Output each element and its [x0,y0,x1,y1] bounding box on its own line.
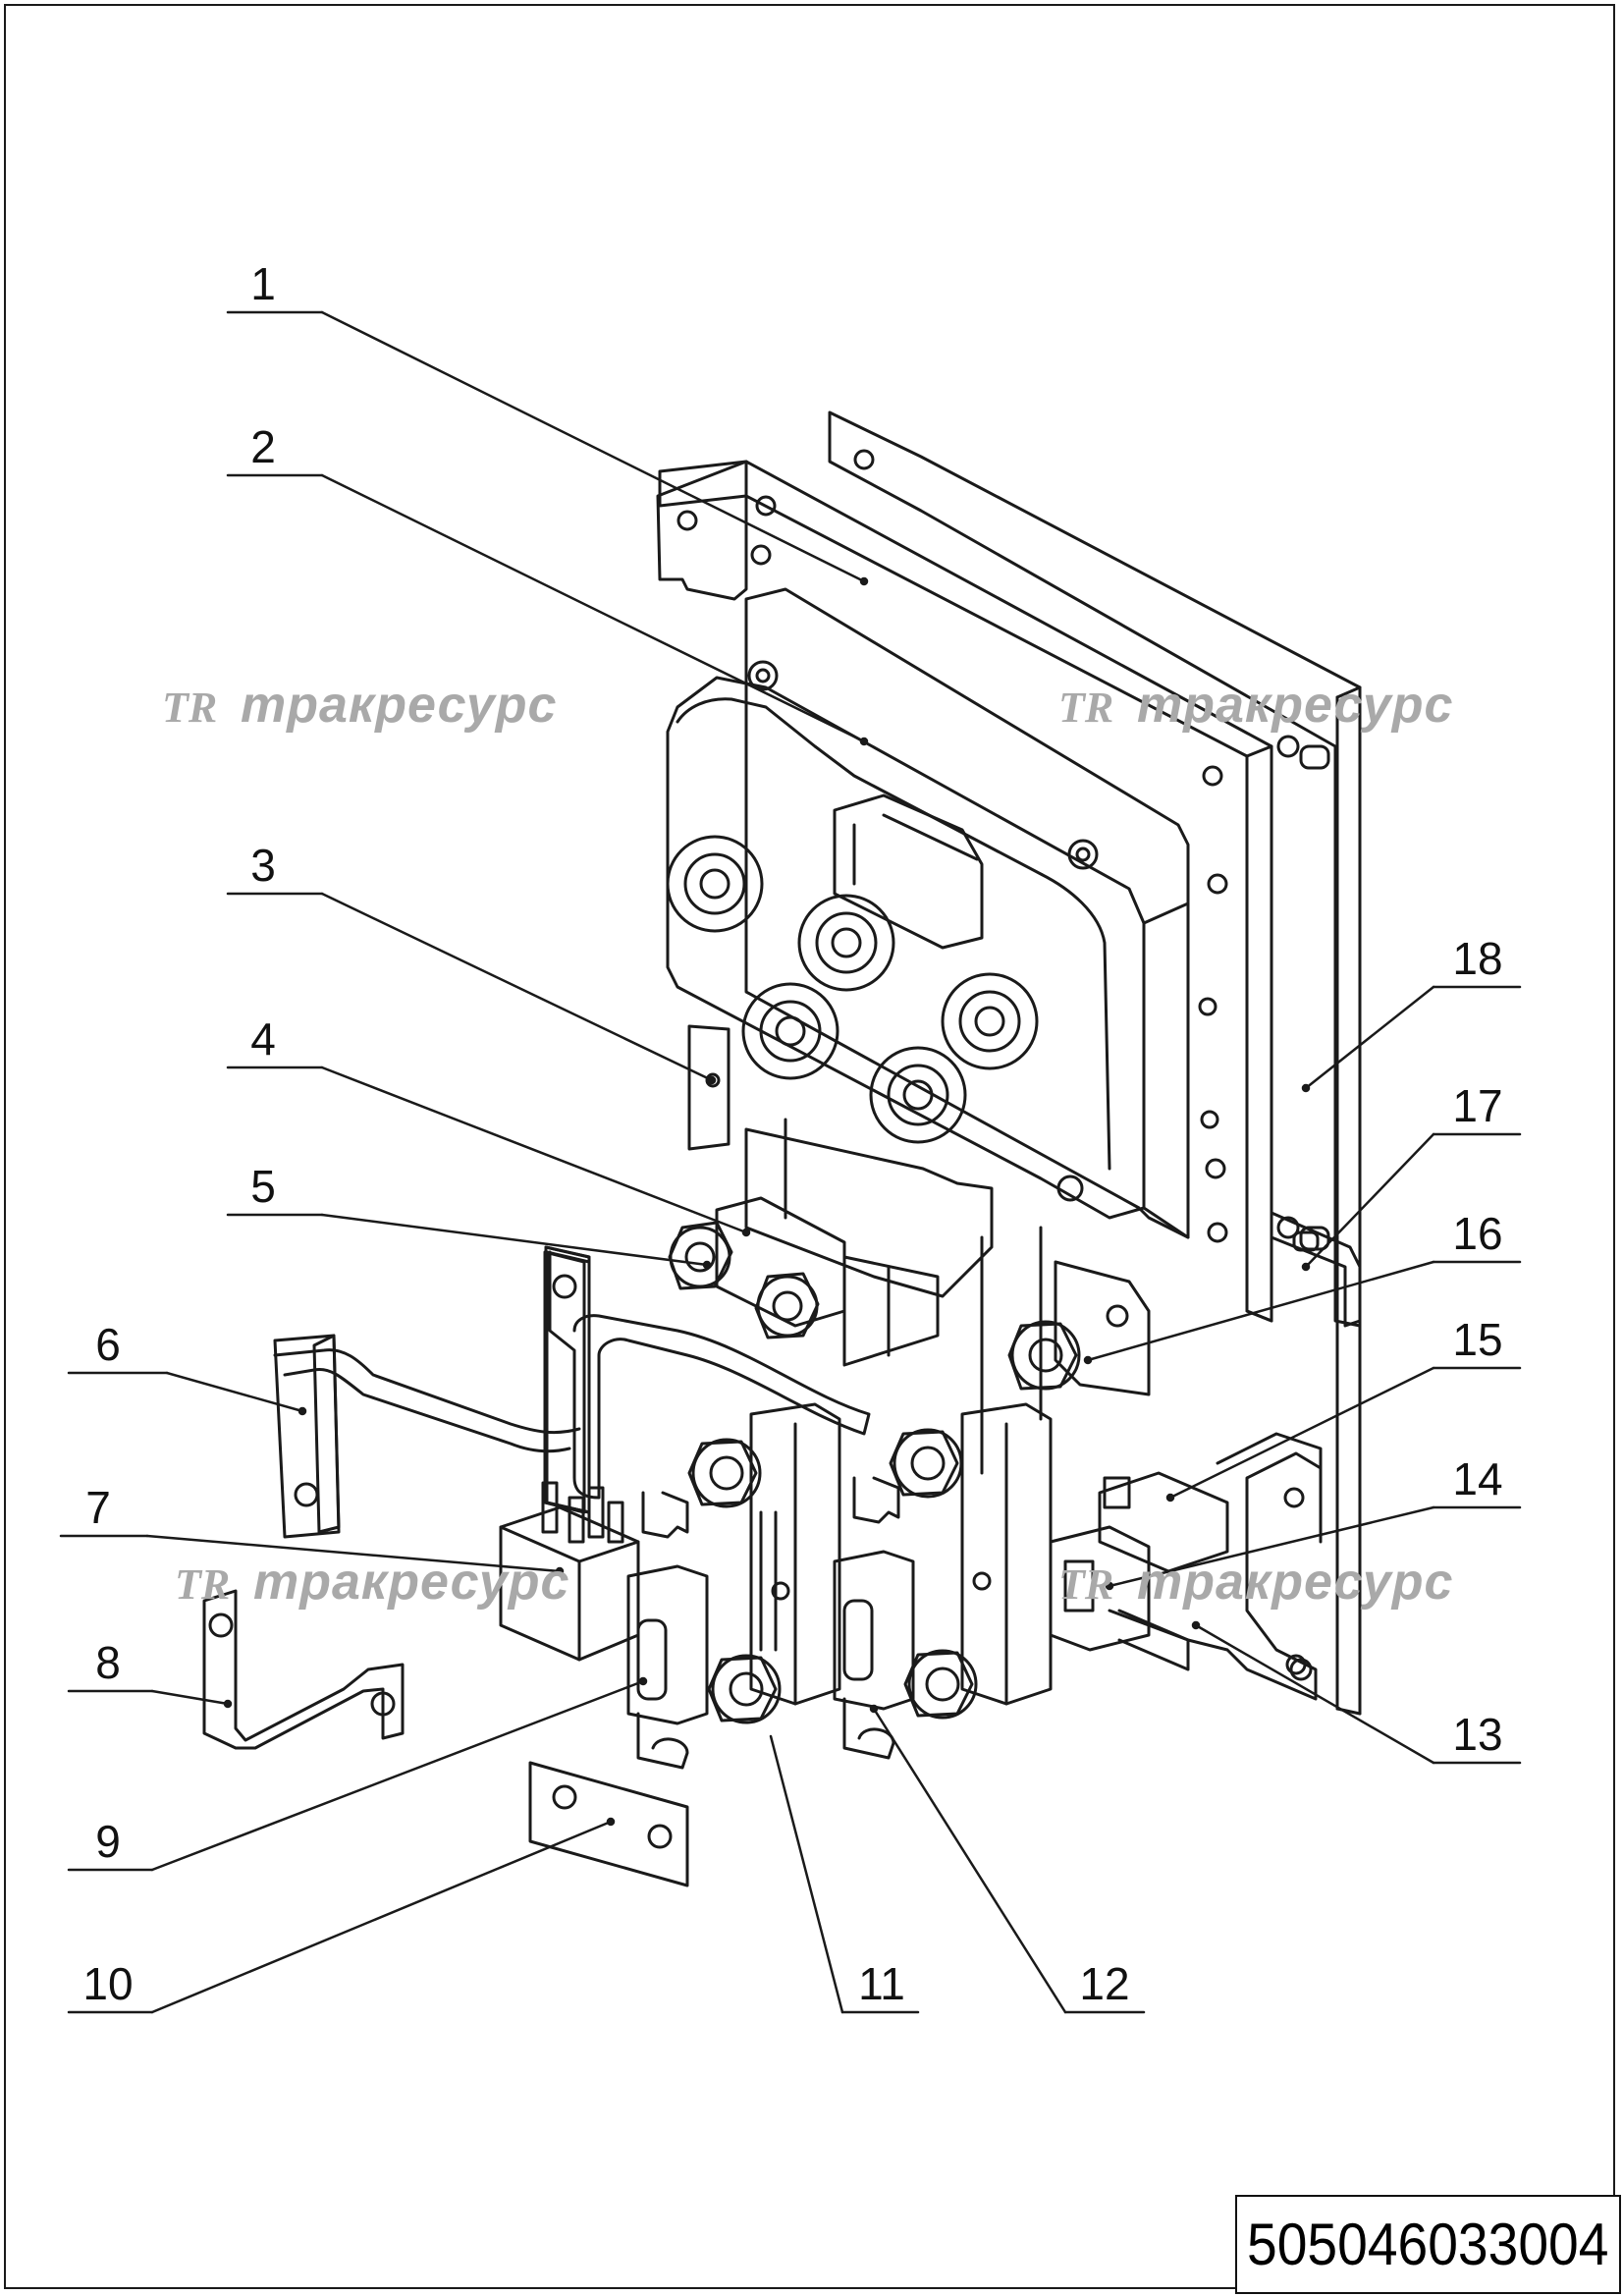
fuse-holder-right [833,1402,1053,1760]
callout-10: 10 [82,1958,133,2009]
leader-lines [59,310,1522,2014]
watermark-bottom-left: TR тракресурс [175,1554,569,1611]
callout-12: 12 [1079,1958,1129,2009]
callout-13: 13 [1452,1709,1502,1760]
motor-controller [666,587,1219,1239]
callout-7: 7 [85,1482,111,1533]
sensor-bracket [1049,1432,1323,1701]
callout-16: 16 [1452,1208,1502,1259]
callout-15: 15 [1452,1314,1502,1365]
rear-mounting-plate [828,410,1362,1716]
contactor-terminal-block [668,1196,940,1367]
callout-6: 6 [95,1319,121,1370]
l-bracket [202,1589,405,1750]
watermarks: TR тракресурс TR тракресурс TR тракресур… [162,677,1453,1611]
fuse-holder-left [687,1402,841,1724]
callout-1: 1 [250,258,276,309]
terminal-studs [666,835,1039,1144]
watermark-logo-mark: TR [162,683,217,732]
watermark-brand: тракресурс [241,677,557,734]
watermark-brand: тракресурс [1137,1554,1453,1611]
callout-11: 11 [858,1958,905,2009]
fuse-left [626,1491,709,1770]
callout-18: 18 [1452,933,1502,984]
upper-bracket [1270,1211,1362,1328]
watermark-top-left: TR тракресурс [162,677,557,734]
callout-8: 8 [95,1637,121,1688]
watermark-logo-mark: TR [1058,1560,1113,1609]
middle-mounting-plate [656,460,1273,1323]
z-bus-bar [273,1245,871,1539]
callout-17: 17 [1452,1080,1502,1131]
callout-4: 4 [250,1013,276,1065]
callout-3: 3 [250,840,276,891]
right-terminal-assembly [980,1226,1151,1475]
watermark-bottom-right: TR тракресурс [1058,1554,1453,1611]
callout-9: 9 [95,1816,121,1867]
watermark-brand: тракресурс [253,1554,569,1611]
drawing-frame [4,4,1615,2289]
bus-bar-post [687,1024,994,1298]
watermark-logo-mark: TR [175,1560,230,1609]
flat-link-plate [528,1761,689,1887]
watermark-top-right: TR тракресурс [1058,677,1453,734]
callout-5: 5 [250,1161,276,1212]
watermark-logo-mark: TR [1058,683,1113,732]
callout-2: 2 [250,421,276,472]
document-number-box: 505046033004 [1235,2195,1621,2294]
watermark-brand: тракресурс [1137,677,1453,734]
callout-labels: 1 2 3 4 5 6 7 8 9 10 11 12 13 14 15 16 1… [82,258,1502,2009]
callout-14: 14 [1452,1453,1502,1504]
relay [499,1481,640,1662]
document-number: 505046033004 [1247,2212,1609,2277]
